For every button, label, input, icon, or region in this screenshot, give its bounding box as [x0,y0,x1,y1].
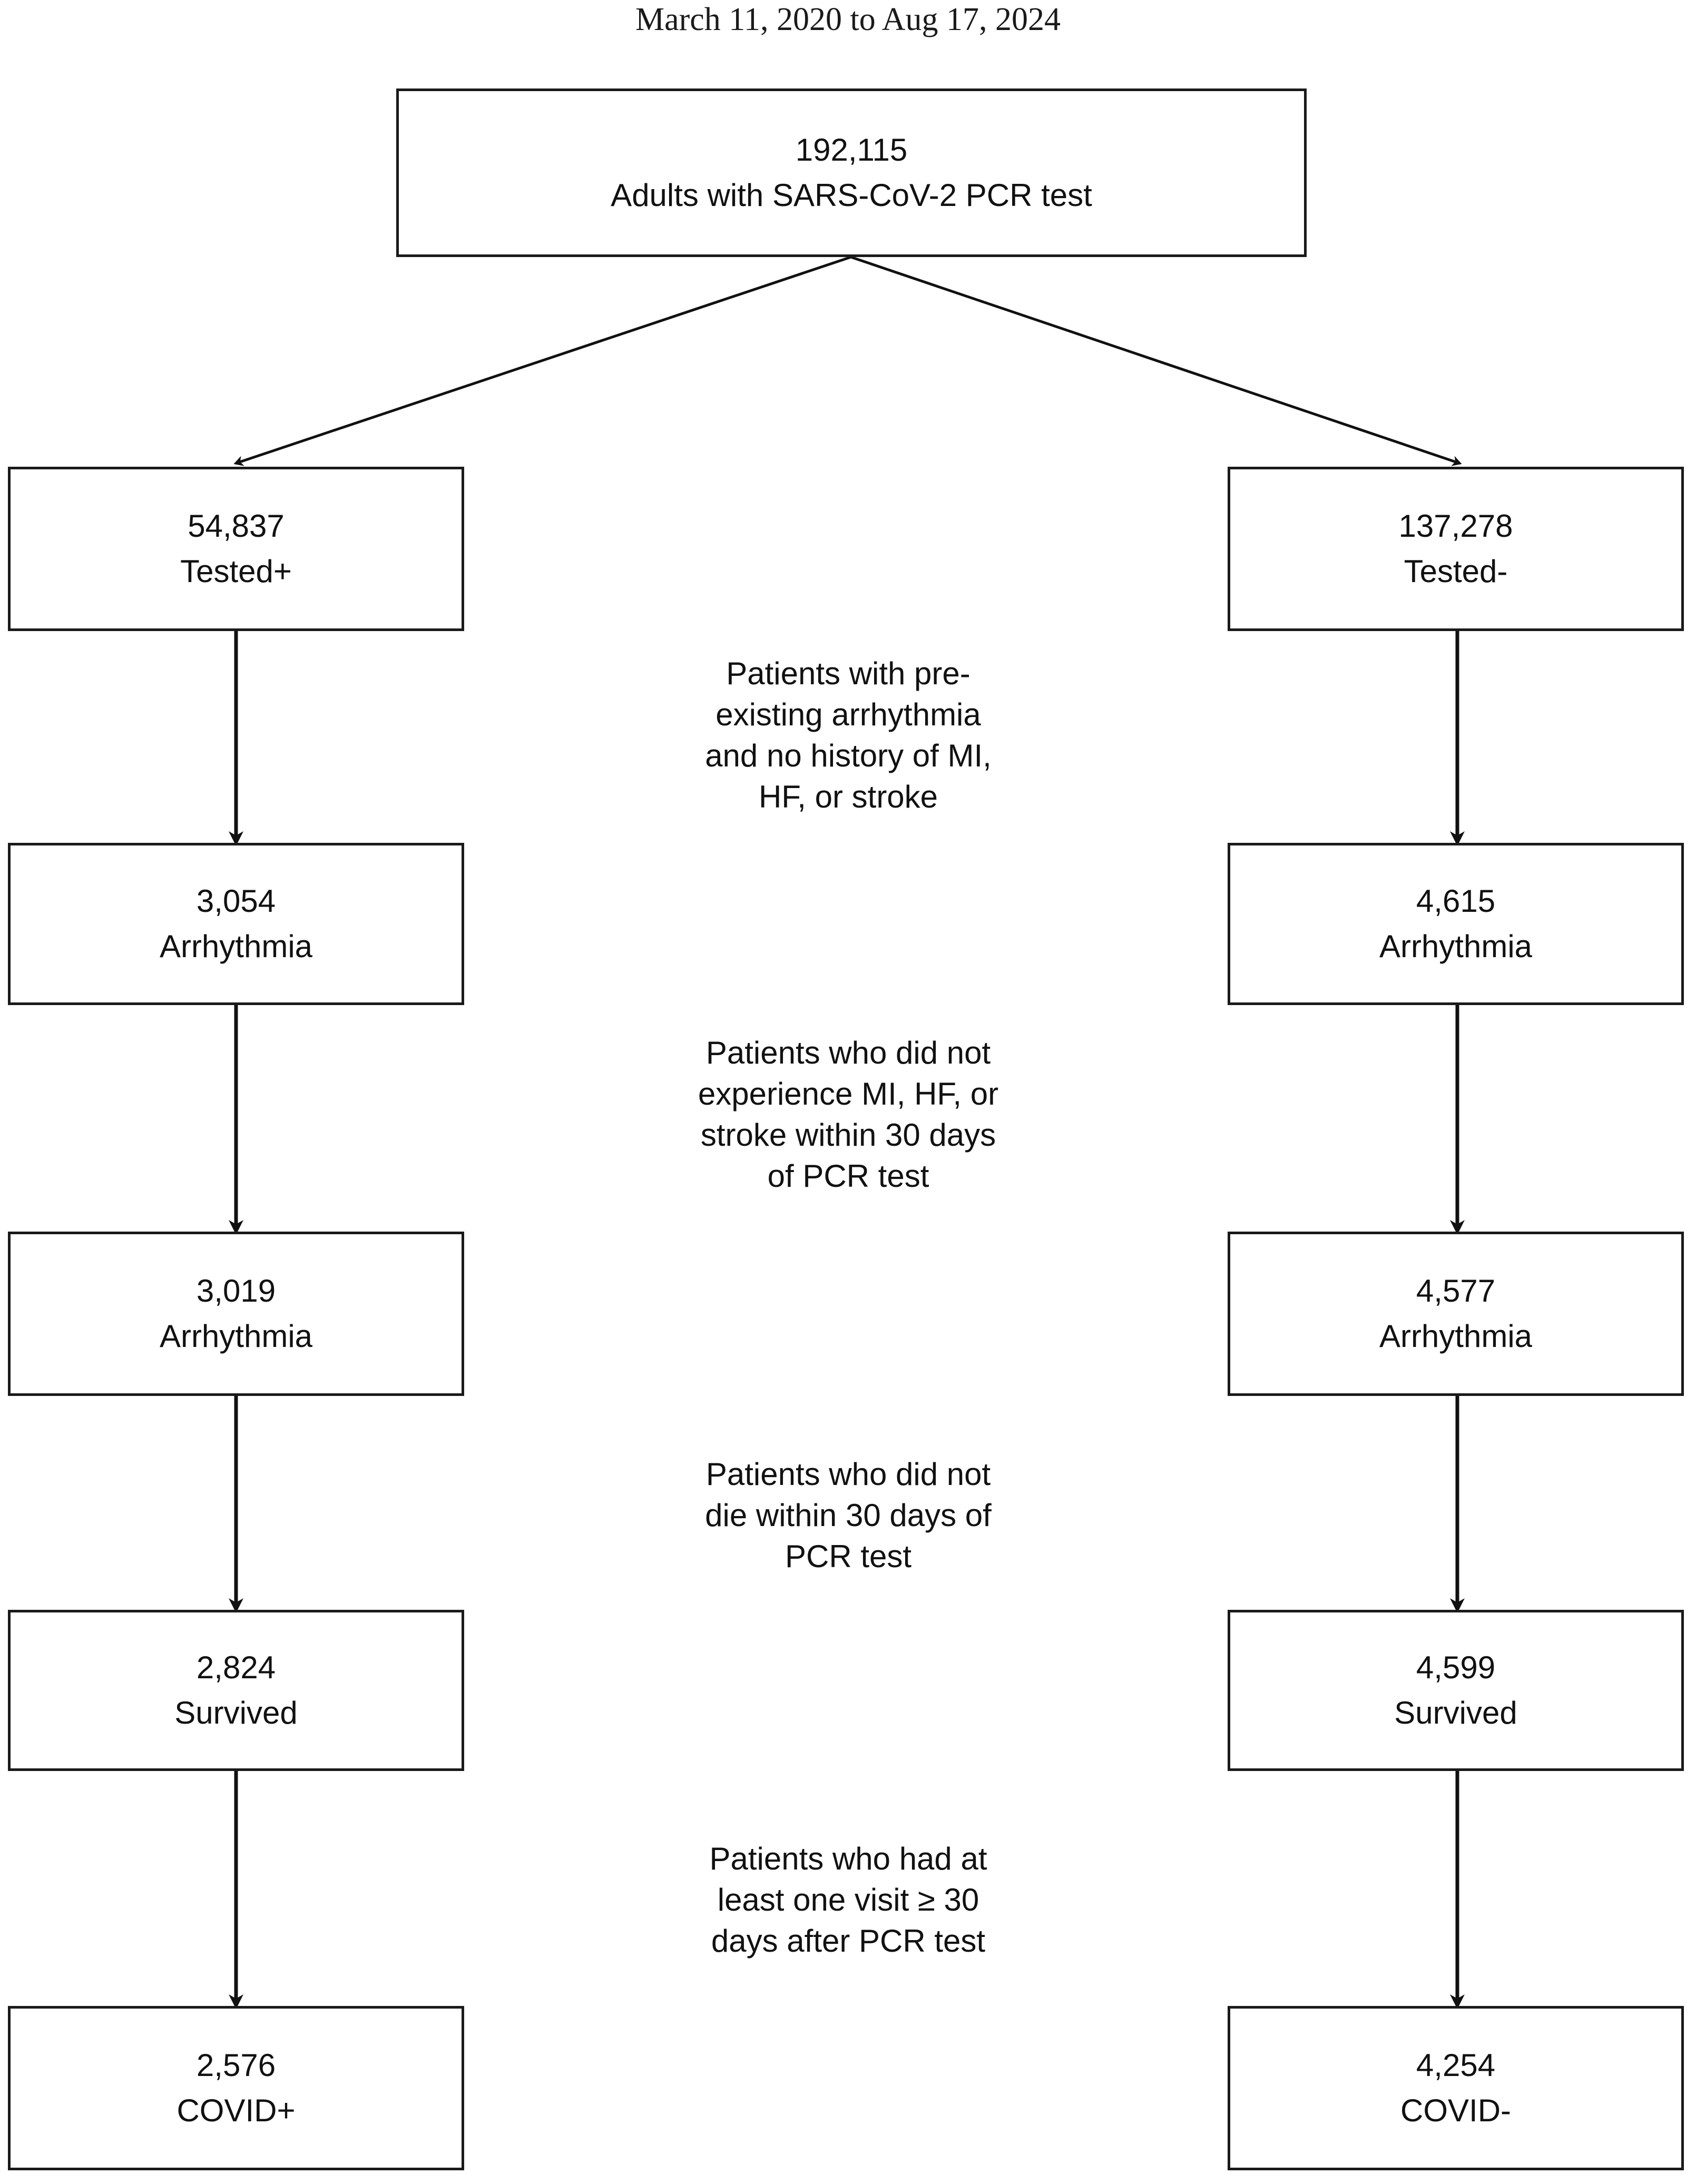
annotation-line: HF, or stroke [758,779,938,814]
node-count: 4,577 [1416,1273,1496,1309]
annotation-line: Patients who had at [709,1841,987,1876]
annotation-line: stroke within 30 days [700,1117,996,1153]
node-label: Tested- [1404,554,1508,589]
node-label: Arrhythmia [1379,1319,1533,1354]
annotation-line: die within 30 days of [705,1498,992,1533]
annotation-line: days after PCR test [711,1923,986,1959]
node-label: Arrhythmia [1379,929,1533,964]
annotation-line: Patients who did not [705,1035,991,1070]
edge-root-to-right [850,255,1462,466]
node-left-arrhythmia-baseline[interactable]: 3,054 Arrhythmia [8,843,464,1005]
node-label: COVID+ [177,2093,296,2128]
annotation-line: PCR test [785,1539,912,1574]
node-count: 4,599 [1416,1650,1496,1685]
node-label: Survived [1394,1695,1517,1730]
annotation-line: least one visit ≥ 30 [717,1882,979,1917]
node-count: 2,576 [196,2048,276,2083]
node-root-count: 192,115 [795,132,908,168]
annotation-followup-visit: Patients who had at least one visit ≥ 30… [638,1838,1059,1962]
node-label: COVID- [1400,2093,1511,2128]
node-count: 3,054 [196,883,276,919]
annotation-line: and no history of MI, [705,738,992,773]
node-right-covid-negative[interactable]: 4,254 COVID- [1228,2006,1684,2170]
node-count: 3,019 [196,1273,276,1309]
node-count: 4,254 [1416,2048,1496,2083]
annotation-line: Patients who did not [705,1457,991,1492]
node-right-arrhythmia-no-event[interactable]: 4,577 Arrhythmia [1228,1232,1684,1396]
node-left-covid-positive[interactable]: 2,576 COVID+ [8,2006,464,2170]
node-left-arrhythmia-no-event[interactable]: 3,019 Arrhythmia [8,1232,464,1396]
node-right-arrhythmia-baseline[interactable]: 4,615 Arrhythmia [1228,843,1684,1005]
annotation-line: of PCR test [767,1158,929,1194]
node-label: Tested+ [180,554,292,589]
node-right-survived[interactable]: 4,599 Survived [1228,1610,1684,1771]
annotation-no-event-30-days: Patients who did not experience MI, HF, … [627,1032,1070,1197]
chart-title: March 11, 2020 to Aug 17, 2024 [635,2,1061,37]
node-count: 4,615 [1416,883,1496,919]
node-right-tested-negative[interactable]: 137,278 Tested- [1228,467,1684,631]
node-count: 54,837 [188,508,285,544]
annotation-line: experience MI, HF, or [698,1076,999,1111]
node-count: 2,824 [196,1650,276,1685]
annotation-inclusion-criteria: Patients with pre- existing arrhythmia a… [638,653,1059,818]
node-left-tested-positive[interactable]: 54,837 Tested+ [8,467,464,631]
edge-root-to-left [233,255,851,466]
annotation-line: existing arrhythmia [715,697,981,732]
annotation-survival-30-days: Patients who did not die within 30 days … [638,1454,1059,1577]
node-root-label: Adults with SARS-CoV-2 PCR test [611,178,1092,213]
node-root[interactable]: 192,115 Adults with SARS-CoV-2 PCR test [396,88,1307,257]
annotation-line: Patients with pre- [726,656,970,691]
node-label: Survived [174,1695,298,1730]
node-label: Arrhythmia [159,929,313,964]
node-count: 137,278 [1398,508,1513,544]
node-left-survived[interactable]: 2,824 Survived [8,1610,464,1771]
node-label: Arrhythmia [159,1319,313,1354]
